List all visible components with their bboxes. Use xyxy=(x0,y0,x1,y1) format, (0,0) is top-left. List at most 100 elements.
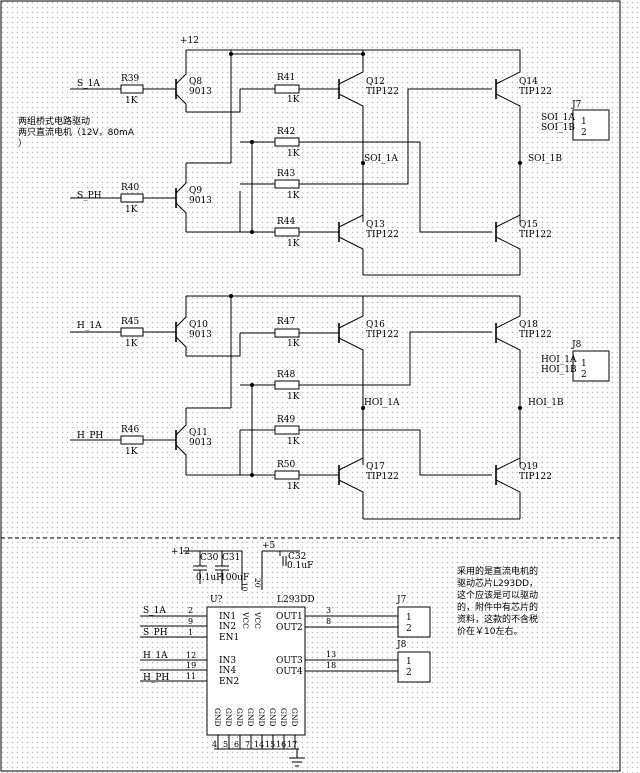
pin-num-1: 1 xyxy=(188,628,193,637)
pin-en1: EN1 xyxy=(219,633,239,643)
connector-j8-top xyxy=(572,350,610,382)
q12-part: TIP122 xyxy=(366,87,399,97)
resistor-r43 xyxy=(274,179,300,189)
q15-part: TIP122 xyxy=(519,230,552,240)
resistor-r50 xyxy=(274,470,300,480)
resistor-r47 xyxy=(274,328,300,338)
j7-top-pin2: 2 xyxy=(581,128,587,138)
j8-bottom-pin2: 2 xyxy=(406,668,412,678)
pin-out2: OUT2 xyxy=(276,623,303,633)
svg-text:17: 17 xyxy=(287,740,297,749)
r42-ref: R42 xyxy=(277,127,295,137)
q18-ref: Q18 xyxy=(519,320,538,330)
connector-j7-top xyxy=(572,109,610,141)
r49-ref: R49 xyxy=(277,415,296,425)
input-h1a: H_1A xyxy=(77,321,102,331)
r48-value: 1K xyxy=(287,392,300,402)
top-bridge: +12 S_1A R39 1K Q8 9013 S_PH R40 1K Q9 9… xyxy=(70,36,610,276)
header-note-line1: 两组桥式电路驱动 xyxy=(18,115,90,127)
top-vcc12-label: +12 xyxy=(180,36,199,46)
sheet-frame xyxy=(0,0,621,772)
vcc-pin-10: 10 xyxy=(240,582,249,592)
svg-text:GND: GND xyxy=(257,708,266,727)
l293dd-section: +12 C30 C31 0.1uF 100uF 10 +5 C32 0.1uF … xyxy=(140,541,538,767)
j7-top-label1: SOI_1A xyxy=(541,113,575,123)
q11-part: 9013 xyxy=(189,438,212,448)
pin-out3: OUT3 xyxy=(276,656,303,666)
j7-bottom-pin1: 1 xyxy=(406,613,412,623)
svg-text:GND: GND xyxy=(268,708,277,727)
ic-vcc-label-1: VCC xyxy=(241,611,250,629)
r45-ref: R45 xyxy=(121,317,140,327)
svg-text:6: 6 xyxy=(234,740,239,749)
svg-text:GND: GND xyxy=(246,708,255,727)
r50-value: 1K xyxy=(287,482,300,492)
q8-part: 9013 xyxy=(189,87,212,97)
q12-ref: Q12 xyxy=(366,77,385,87)
j8-bottom-pin1: 1 xyxy=(406,657,412,667)
j8-top-pin2: 2 xyxy=(581,370,587,380)
net-hoi1a: HOI_1A xyxy=(364,398,400,408)
ic-l293dd xyxy=(206,606,306,736)
r50-ref: R50 xyxy=(277,460,296,470)
q19-ref: Q19 xyxy=(519,462,538,472)
j7-top-label2: SOI_1B xyxy=(541,123,575,133)
resistor-r40 xyxy=(120,193,144,203)
r47-ref: R47 xyxy=(277,317,296,327)
q17-part: TIP122 xyxy=(366,472,399,482)
svg-text:15: 15 xyxy=(265,740,275,749)
j8-top-label2: HOI_1B xyxy=(541,365,577,375)
bottom-vcc5-label: +5 xyxy=(262,541,276,551)
pin-in2: IN2 xyxy=(219,622,236,632)
j7-bottom-pin2: 2 xyxy=(406,624,412,634)
pin-num-8: 8 xyxy=(326,617,331,626)
bottom-vcc12-label: +12 xyxy=(171,547,190,557)
pin-num-18: 18 xyxy=(326,661,336,670)
pin-num-3: 3 xyxy=(326,606,331,615)
footer-note-line3: 这个应该是可以驱动 xyxy=(457,589,538,601)
resistor-r46 xyxy=(120,435,144,445)
svg-text:GND: GND xyxy=(279,708,288,727)
header-note-line2: 两只直流电机（12V，80mA xyxy=(18,126,135,138)
q16-ref: Q16 xyxy=(366,320,385,330)
r47-value: 1K xyxy=(287,339,300,349)
connector-j7-bottom xyxy=(397,606,431,638)
input-sph: S_PH xyxy=(77,191,102,201)
q9-part: 9013 xyxy=(189,196,212,206)
j8-top-pin1: 1 xyxy=(581,359,587,369)
j8-bottom-ref: J8 xyxy=(396,640,407,650)
c30-ref: C30 xyxy=(200,553,219,563)
q10-ref: Q10 xyxy=(189,320,208,330)
j7-top-ref: J7 xyxy=(571,100,582,110)
resistor-r44 xyxy=(274,227,300,237)
c31-ref: C31 xyxy=(222,553,240,563)
svg-text:14: 14 xyxy=(254,740,264,749)
pin-in4: IN4 xyxy=(219,666,236,676)
r39-value: 1K xyxy=(125,96,138,106)
r40-ref: R40 xyxy=(121,183,140,193)
r44-value: 1K xyxy=(287,239,300,249)
q14-ref: Q14 xyxy=(519,77,538,87)
q10-part: 9013 xyxy=(189,330,212,340)
pin-in1: IN1 xyxy=(219,612,236,622)
r41-value: 1K xyxy=(287,95,300,105)
pin-num-13: 13 xyxy=(326,650,336,659)
footer-note-line4: 的，附件中有芯片的 xyxy=(457,601,538,613)
connector-j8-bottom xyxy=(397,651,431,683)
q17-ref: Q17 xyxy=(366,462,385,472)
net-soi1b: SOI_1B xyxy=(528,154,562,164)
ic-vcc-label-2: VCC xyxy=(253,611,262,629)
pin-in3: IN3 xyxy=(219,656,236,666)
middle-bridge: H_1A R45 1K Q10 9013 H_PH R46 1K Q11 901… xyxy=(70,294,610,520)
r44-ref: R44 xyxy=(277,217,296,227)
j7-top-pin1: 1 xyxy=(581,117,587,127)
resistor-r42 xyxy=(274,137,300,147)
pin-out1: OUT1 xyxy=(276,612,303,622)
svg-text:GND: GND xyxy=(224,708,233,727)
c31-value: 100uF xyxy=(220,573,249,583)
r46-ref: R46 xyxy=(121,425,140,435)
input-hph-bottom: H_PH xyxy=(143,673,169,683)
r39-ref: R39 xyxy=(121,74,140,84)
input-hph: H_PH xyxy=(77,431,103,441)
